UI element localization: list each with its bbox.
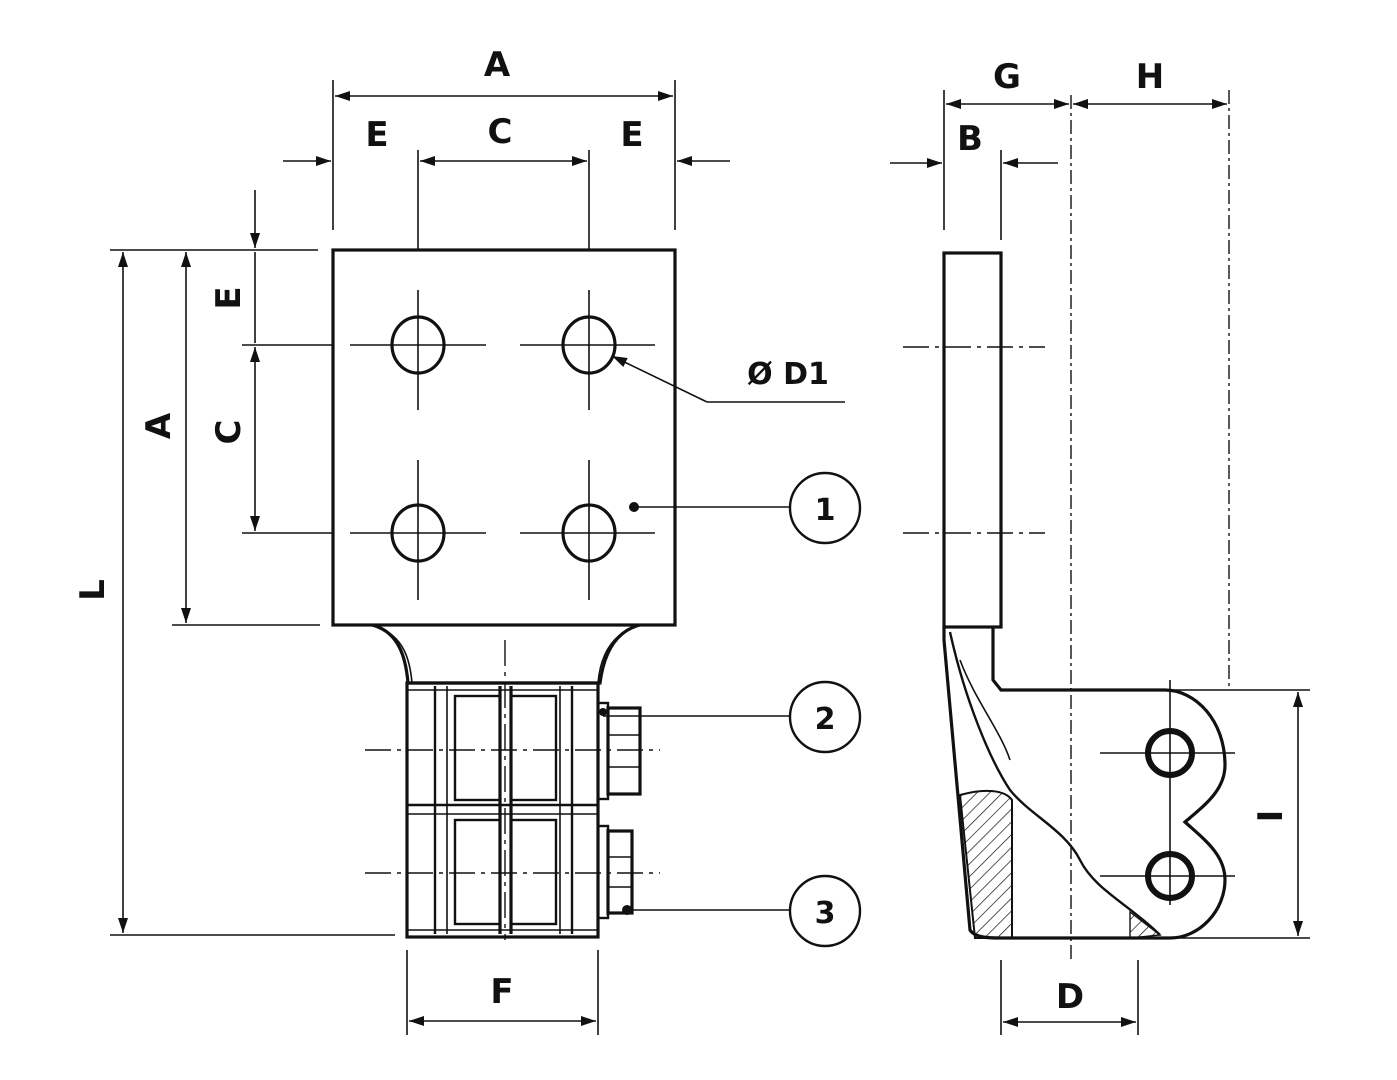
lug-pad [331,248,677,627]
label-B: B [957,119,983,159]
dimensions [110,80,1310,1035]
bolt-holes [390,315,617,563]
bolt-top [596,701,642,801]
callouts: 1 2 3 [788,471,862,948]
side-view [903,95,1235,960]
label-F: F [490,972,513,1012]
label-D: D [1056,977,1084,1017]
label-G: G [993,57,1021,97]
callout-circle-1 [788,471,862,545]
connector-barrel [405,681,600,939]
callout-3: 3 [815,896,836,931]
label-D1: Ø D1 [747,357,829,392]
callout-1: 1 [815,493,836,528]
label-C-vertical: C [209,420,249,445]
dimension-labels: A E C E L A E C F G H B D I Ø D1 [73,45,1291,1017]
label-L: L [73,579,113,601]
front-view [331,150,677,940]
bolt-bottom [596,824,634,920]
callout-2: 2 [815,702,836,737]
label-E-vertical: E [209,286,249,309]
callout-circle-3 [788,874,862,948]
label-C-top: C [488,112,513,152]
side-pad [942,251,1003,629]
hatched-section [958,789,1013,939]
label-E-left: E [365,115,388,155]
label-H: H [1136,57,1164,97]
label-I: I [1251,810,1291,823]
label-A-top: A [484,45,511,85]
callout-circle-2 [788,680,862,754]
label-E-right: E [620,115,643,155]
label-A-left: A [139,412,179,439]
